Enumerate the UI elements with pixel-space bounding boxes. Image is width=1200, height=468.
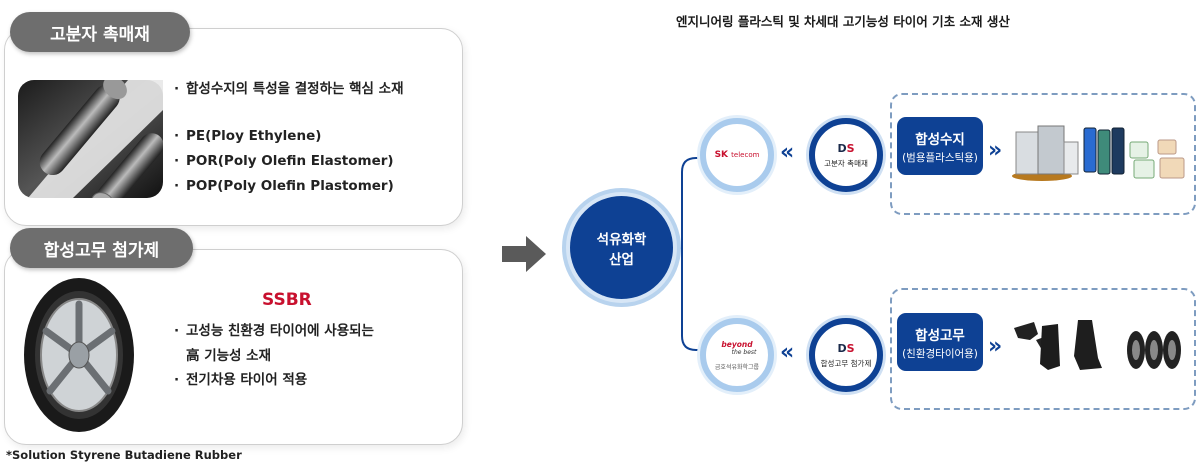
catalyst-tab: 고분자 촉매재 xyxy=(10,12,190,52)
resin-product-badge: 합성수지 (범용플라스틱용) xyxy=(897,117,983,175)
rubber-title: 합성고무 xyxy=(915,327,965,344)
plastic-products-image xyxy=(1012,125,1185,181)
chevron-right-icon: » xyxy=(988,334,1002,359)
chevron-left-icon: « xyxy=(780,140,794,165)
arrow-right-icon xyxy=(502,236,546,272)
rubber-products-image xyxy=(1014,320,1181,370)
catalyst-bullet: ·POR(Poly Olefin Elastomer) xyxy=(174,153,394,169)
hub-connector xyxy=(674,157,708,351)
sk-logo-mark: SK xyxy=(714,150,729,160)
sk-logo-text: telecom xyxy=(731,151,760,159)
ds-logo: DS xyxy=(837,141,855,155)
ds-logo: DS xyxy=(837,341,855,355)
kumho-logo: beyond the best 금호석유화학그룹 xyxy=(700,318,774,392)
kumho-logo-tagline: the best xyxy=(731,348,757,356)
rubber-tab: 합성고무 첨가제 xyxy=(10,228,193,268)
sk-telecom-logo: SK telecom xyxy=(700,118,774,192)
rubber-bullet: ·전기차용 타이어 적용 xyxy=(174,372,308,388)
ds-rubber-node: DS 합성고무 첨가제 xyxy=(809,318,883,392)
rubber-bullet-continued: 高 기능성 소재 xyxy=(186,348,271,364)
hub-label-line2: 산업 xyxy=(609,251,634,268)
resin-subtitle: (범용플라스틱용) xyxy=(902,151,978,164)
kumho-logo-mark: beyond xyxy=(721,339,753,349)
rubber-product-badge: 합성고무 (친환경타이어용) xyxy=(897,313,983,371)
rubber-subtitle: (친환경타이어용) xyxy=(902,347,978,360)
ds-node-label: 합성고무 첨가제 xyxy=(820,358,872,368)
hub-label-line1: 석유화학 xyxy=(596,231,647,248)
footnote: *Solution Styrene Butadiene Rubber xyxy=(6,448,242,462)
catalyst-bullet: ·합성수지의 특성을 결정하는 핵심 소재 xyxy=(174,81,404,97)
tire-image xyxy=(24,278,134,432)
ds-node-label: 고분자 촉매재 xyxy=(824,158,868,168)
chevron-right-icon: » xyxy=(988,138,1002,163)
catalyst-bullet: ·PE(Ploy Ethylene) xyxy=(174,128,322,144)
resin-title: 합성수지 xyxy=(915,131,965,148)
rubber-bullet: ·고성능 친환경 타이어에 사용되는 xyxy=(174,323,374,339)
diagram-heading: 엔지니어링 플라스틱 및 차세대 고기능성 타이어 기초 소재 생산 xyxy=(676,14,1010,29)
ssbr-label: SSBR xyxy=(262,290,312,310)
fiber-image xyxy=(18,80,163,198)
catalyst-bullet: ·POP(Poly Olefin Plastomer) xyxy=(174,178,394,194)
kumho-name: 금호석유화학그룹 xyxy=(714,363,760,371)
petrochemical-hub: 석유화학 산업 xyxy=(570,196,673,299)
ds-catalyst-node: DS 고분자 촉매재 xyxy=(809,118,883,192)
chevron-left-icon: « xyxy=(780,340,794,365)
